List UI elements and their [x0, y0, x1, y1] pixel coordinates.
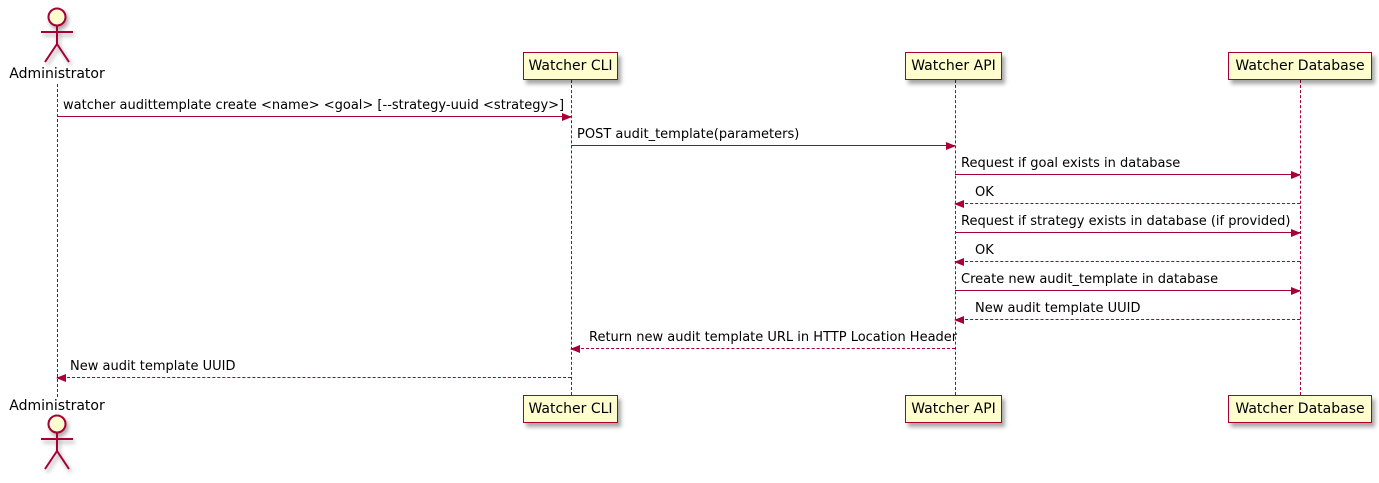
message-label: POST audit_template(parameters) [577, 127, 800, 142]
message-label: OK [975, 185, 994, 200]
message-label: Request if goal exists in database [961, 156, 1181, 171]
message-return-url-location-header: Return new audit template URL in HTTP Lo… [570, 329, 958, 353]
lifeline-watcher-cli [571, 80, 572, 395]
participant-box-watcher-api-top: Watcher API [905, 52, 1002, 80]
arrowhead-right [1291, 229, 1301, 237]
arrowhead-left [570, 345, 580, 353]
participant-box-watcher-api-bottom: Watcher API [905, 395, 1002, 423]
message-label: New audit template UUID [70, 359, 236, 374]
actor-label-top: Administrator [9, 66, 105, 82]
lifeline-watcher-api [955, 80, 956, 395]
arrowhead-right [1291, 171, 1301, 179]
message-request-goal-exists: Request if goal exists in database [955, 155, 1301, 179]
message-label: New audit template UUID [975, 301, 1141, 316]
message-label: watcher audittemplate create <name> <goa… [63, 98, 565, 113]
message-label: OK [975, 243, 994, 258]
actor-icon [33, 7, 81, 69]
arrowhead-right [562, 113, 572, 121]
arrowhead-left [56, 374, 66, 382]
message-post-audit-template: POST audit_template(parameters) [571, 126, 956, 150]
arrowhead-left [954, 316, 964, 324]
arrowhead-left [954, 258, 964, 266]
lifeline-watcher-database [1300, 80, 1301, 395]
arrowhead-left [954, 200, 964, 208]
participant-box-watcher-cli-top: Watcher CLI [523, 52, 618, 80]
message-create-audittemplate: watcher audittemplate create <name> <goa… [57, 97, 572, 121]
actor-icon [33, 414, 81, 476]
actor-label-bottom: Administrator [9, 398, 105, 414]
message-request-strategy-exists: Request if strategy exists in database (… [955, 213, 1301, 237]
message-ok-strategy: OK [954, 242, 1300, 266]
participant-box-watcher-database-bottom: Watcher Database [1228, 395, 1372, 423]
message-label: Request if strategy exists in database (… [961, 214, 1291, 229]
arrowhead-right [946, 142, 956, 150]
lifeline-administrator [57, 84, 58, 397]
arrowhead-right [1291, 287, 1301, 295]
message-label: Return new audit template URL in HTTP Lo… [589, 330, 958, 345]
message-label: Create new audit_template in database [961, 272, 1219, 287]
message-new-uuid-to-admin: New audit template UUID [56, 358, 571, 382]
message-new-uuid-from-db: New audit template UUID [954, 300, 1300, 324]
message-ok-goal: OK [954, 184, 1300, 208]
participant-box-watcher-database-top: Watcher Database [1228, 52, 1372, 80]
message-create-audit-template-db: Create new audit_template in database [955, 271, 1301, 295]
participant-box-watcher-cli-bottom: Watcher CLI [523, 395, 618, 423]
